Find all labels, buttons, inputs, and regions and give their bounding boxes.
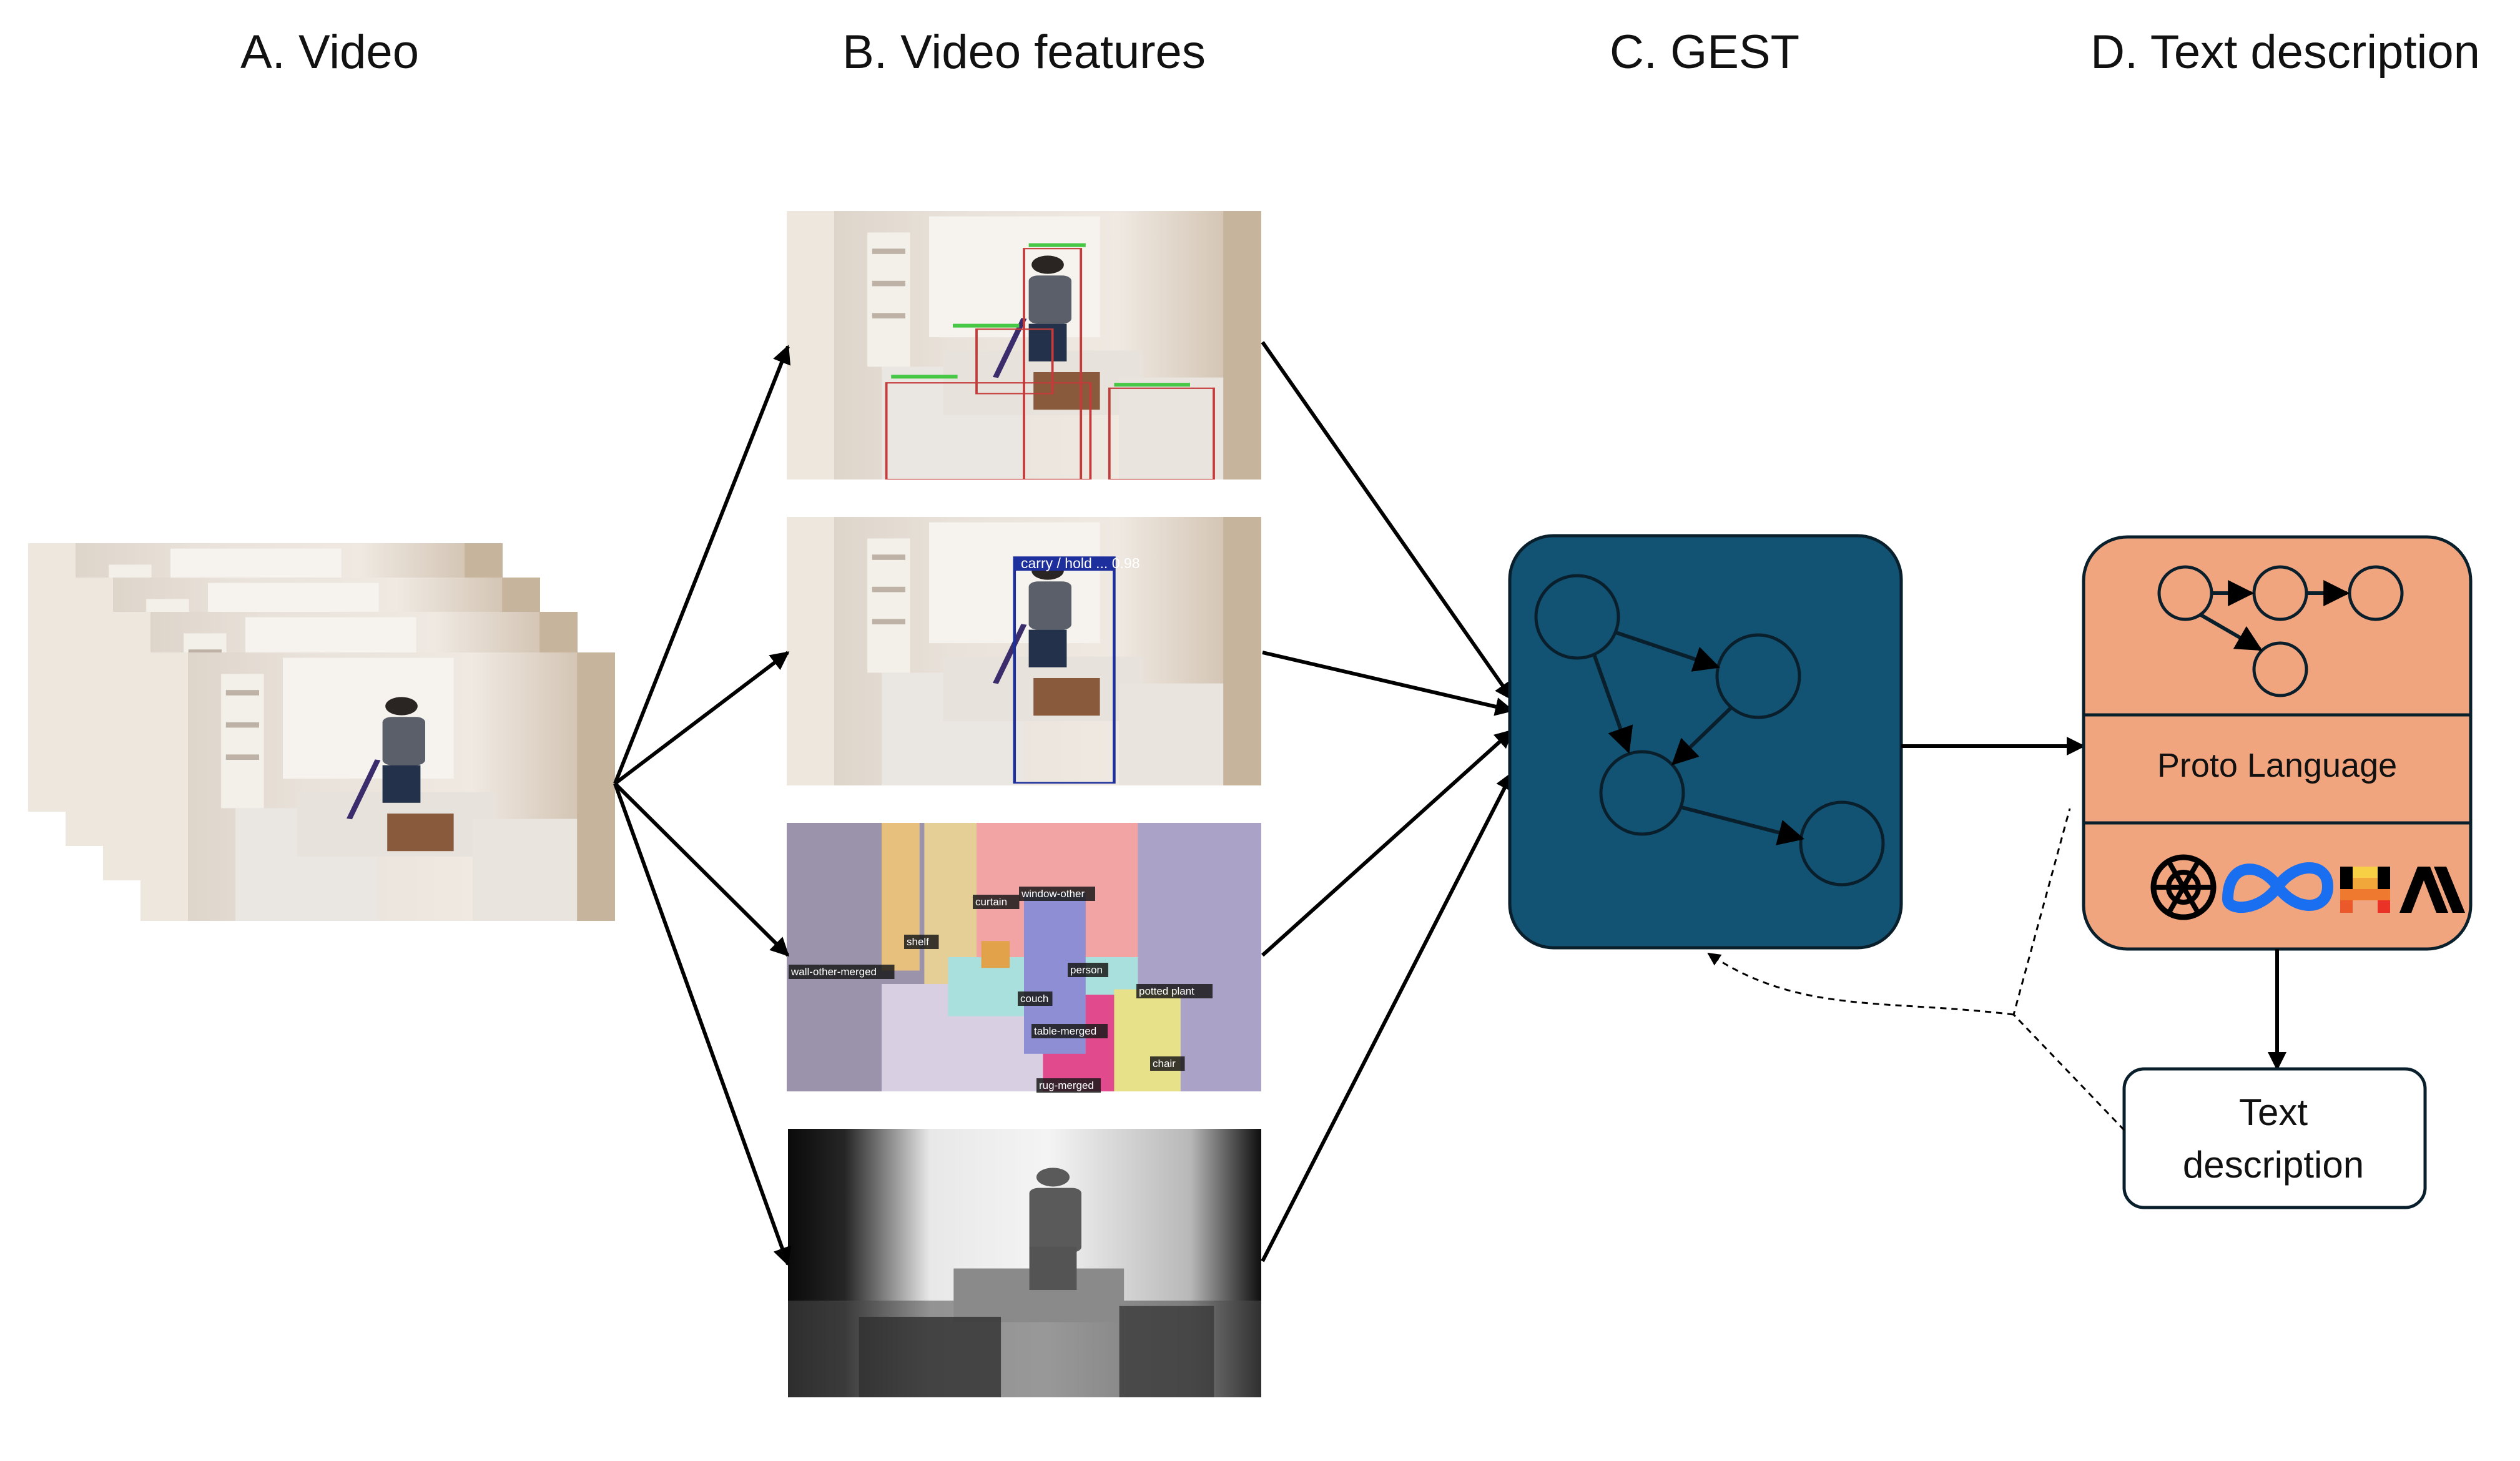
segmentation-label: curtain (973, 895, 1020, 909)
segmentation-label: table-merged (1031, 1024, 1108, 1038)
proto-mini-graph (2157, 565, 2404, 697)
segmentation-label: rug-merged (1036, 1078, 1101, 1093)
segmentation-label: person (1068, 963, 1108, 977)
gest-edge-1-3 (1592, 653, 1633, 754)
mistral-icon (2340, 867, 2390, 913)
svg-text:rug-merged: rug-merged (1039, 1080, 1094, 1091)
svg-text:person: person (1070, 964, 1103, 976)
feedback-dashed-lines (1707, 808, 2125, 1131)
svg-text:chair: chair (1153, 1058, 1176, 1070)
proto-language-panel (2082, 535, 2473, 951)
feature-depth (788, 1129, 1261, 1397)
title-video-features: B. Video features (842, 26, 1206, 79)
video-frame-stack (28, 543, 615, 921)
segmentation-label: window-other (1019, 887, 1095, 901)
svg-text:couch: couch (1020, 993, 1048, 1005)
anthropic-icon (2399, 867, 2465, 913)
segmentation-label: potted plant (1136, 984, 1213, 998)
text-description-label: Text description (2123, 1086, 2424, 1191)
gest-edge-1-2 (1615, 631, 1720, 672)
detection-label: carry / hold ... 0.98 (1021, 555, 1139, 571)
text-description-line-1: Text (2238, 1091, 2308, 1133)
gest-edge-3-4 (1681, 805, 1805, 845)
text-description-line-2: description (2182, 1144, 2365, 1186)
arrows-features-to-gest (1261, 341, 1514, 1262)
svg-text:curtain: curtain (975, 896, 1007, 908)
gest-node-3 (1599, 750, 1685, 836)
segmentation-label: shelf (904, 935, 939, 949)
feature-detection (787, 517, 1261, 785)
segmentation-label: couch (1018, 991, 1053, 1006)
svg-text:table-merged: table-merged (1034, 1025, 1096, 1037)
gest-node-1 (1534, 574, 1620, 660)
proto-language-label: Proto Language (2157, 747, 2398, 784)
segmentation-label: wall-other-merged (789, 965, 895, 979)
gest-edge-2-3 (1671, 706, 1733, 765)
segmentation-label: chair (1150, 1056, 1185, 1071)
text-description-box (2122, 1067, 2427, 1209)
svg-text:window-other: window-other (1021, 888, 1085, 900)
gest-node-2 (1715, 633, 1801, 719)
gest-graph (1508, 534, 1903, 950)
title-gest: C. GEST (1609, 26, 1800, 79)
svg-text:shelf: shelf (907, 936, 929, 948)
video-frame-4 (140, 652, 615, 921)
svg-text:potted plant: potted plant (1139, 985, 1194, 997)
feature-segmentation (787, 823, 1261, 1091)
meta-icon (2222, 862, 2333, 913)
openai-icon (2150, 854, 2217, 920)
title-video: A. Video (240, 26, 419, 79)
arrows-video-to-features (613, 345, 791, 1266)
title-text-description: D. Text description (2090, 26, 2480, 79)
feature-action-boxes (787, 211, 1261, 480)
svg-text:wall-other-merged: wall-other-merged (790, 966, 877, 978)
